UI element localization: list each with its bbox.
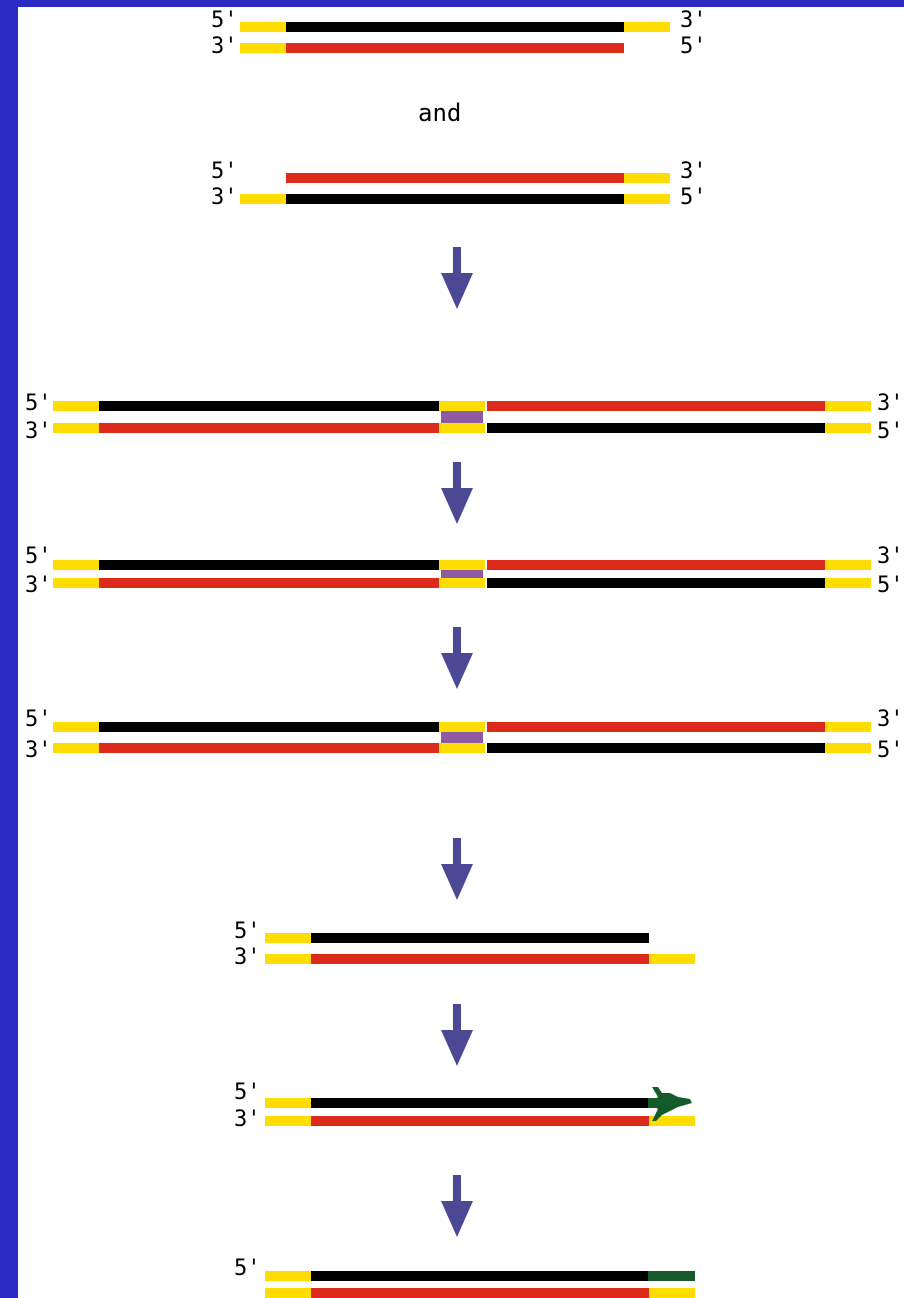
label-5prime: 5': [25, 544, 52, 569]
overhang-segment: [825, 578, 871, 588]
label-3prime: 3': [234, 1107, 261, 1132]
overhang-segment: [439, 722, 485, 732]
overhang-segment: [240, 22, 286, 32]
label-5prime: 5': [211, 8, 238, 33]
overhang-segment: [240, 43, 286, 53]
label-3prime: 3': [680, 159, 707, 184]
black-strand: [286, 194, 624, 204]
overhang-segment: [53, 423, 99, 433]
overhang-segment: [649, 1288, 695, 1298]
overhang-segment: [439, 578, 485, 588]
down-arrow-icon: [441, 1175, 473, 1237]
label-5prime: 5': [680, 185, 707, 210]
overhang-segment: [53, 722, 99, 732]
black-strand: [99, 722, 439, 732]
black-strand: [99, 401, 439, 411]
overhang-segment: [439, 423, 485, 433]
down-arrow-icon: [441, 1004, 473, 1066]
and-text: and: [418, 99, 462, 127]
label-3prime: 3': [234, 945, 261, 970]
overhang-segment: [624, 22, 670, 32]
label-5prime: 5': [877, 738, 904, 763]
overhang-segment: [825, 423, 871, 433]
label-5prime: 5': [877, 573, 904, 598]
down-arrow-icon: [441, 247, 473, 309]
overhang-segment: [825, 560, 871, 570]
overhang-segment: [265, 1271, 311, 1281]
label-5prime: 5': [234, 1080, 261, 1105]
label-3prime: 3': [25, 573, 52, 598]
overhang-segment: [240, 194, 286, 204]
red-strand: [286, 43, 624, 53]
red-strand: [311, 954, 649, 964]
red-strand: [487, 401, 825, 411]
overhang-segment: [624, 194, 670, 204]
overhang-segment: [649, 1116, 695, 1126]
label-5prime: 5': [234, 1256, 261, 1281]
overhang-segment: [825, 743, 871, 753]
overhang-segment: [53, 401, 99, 411]
overhang-segment: [265, 1098, 311, 1108]
label-5prime: 5': [25, 391, 52, 416]
overhang-segment: [825, 401, 871, 411]
red-strand: [286, 173, 624, 183]
overhang-segment: [53, 743, 99, 753]
overhang-segment: [649, 954, 695, 964]
label-3prime: 3': [877, 544, 904, 569]
red-strand: [99, 743, 439, 753]
red-strand: [99, 423, 439, 433]
overhang-segment: [265, 954, 311, 964]
overhang-segment: [265, 1116, 311, 1126]
red-strand: [487, 560, 825, 570]
black-strand: [487, 423, 825, 433]
red-strand: [311, 1288, 649, 1298]
red-strand: [487, 722, 825, 732]
black-strand: [311, 1271, 648, 1281]
bridge-segment: [441, 732, 483, 746]
polymerase-extension-icon: [650, 1087, 692, 1121]
black-strand: [487, 578, 825, 588]
overhang-segment: [53, 578, 99, 588]
black-strand: [487, 743, 825, 753]
label-3prime: 3': [25, 738, 52, 763]
label-3prime: 3': [211, 34, 238, 59]
label-3prime: 3': [877, 391, 904, 416]
label-5prime: 5': [877, 419, 904, 444]
black-strand: [286, 22, 624, 32]
red-strand: [99, 578, 439, 588]
down-arrow-icon: [441, 627, 473, 689]
label-5prime: 5': [234, 919, 261, 944]
label-3prime: 3': [211, 185, 238, 210]
black-strand: [311, 1098, 648, 1108]
label-5prime: 5': [25, 707, 52, 732]
extension-segment: [648, 1271, 695, 1281]
label-3prime: 3': [25, 419, 52, 444]
overhang-segment: [439, 560, 485, 570]
label-3prime: 3': [877, 707, 904, 732]
bridge-segment: [441, 411, 483, 424]
diagram: 5' 3' 3' 5' and 5' 3' 3' 5' 5' 3' 3' 5' …: [18, 7, 904, 1298]
red-strand: [311, 1116, 649, 1126]
overhang-segment: [53, 560, 99, 570]
bridge-segment: [441, 570, 483, 581]
label-5prime: 5': [680, 34, 707, 59]
down-arrow-icon: [441, 838, 473, 900]
label-3prime: 3': [680, 8, 707, 33]
overhang-segment: [624, 173, 670, 183]
black-strand: [311, 933, 649, 943]
black-strand: [99, 560, 439, 570]
label-5prime: 5': [211, 159, 238, 184]
down-arrow-icon: [441, 462, 473, 524]
overhang-segment: [825, 722, 871, 732]
overhang-segment: [439, 743, 485, 753]
overhang-segment: [439, 401, 485, 411]
overhang-segment: [265, 1288, 311, 1298]
overhang-segment: [265, 933, 311, 943]
